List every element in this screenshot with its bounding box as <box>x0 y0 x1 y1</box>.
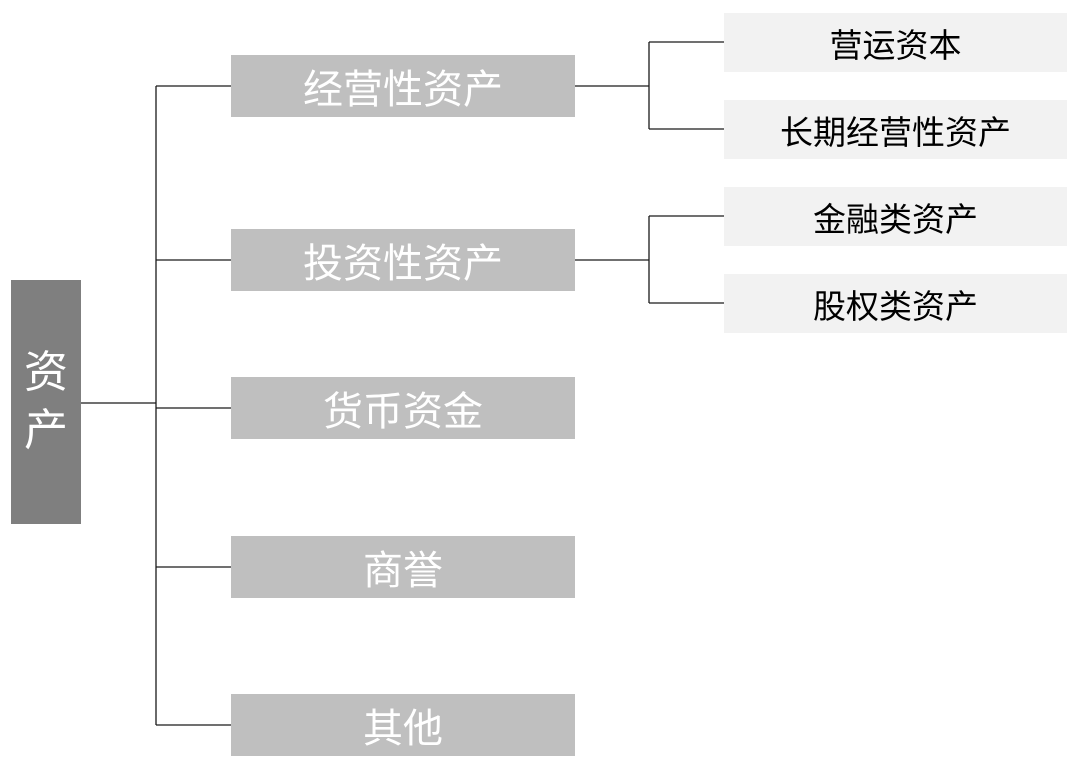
leaf-node-equity-assets: 股权类资产 <box>724 274 1067 333</box>
category-node-cash: 货币资金 <box>231 377 575 439</box>
root-node: 资产 <box>11 280 81 524</box>
leaf-node-financial-assets: 金融类资产 <box>724 187 1067 246</box>
leaf-label: 金融类资产 <box>813 199 978 239</box>
leaf-label: 股权类资产 <box>813 286 978 326</box>
leaf-node-long-term-operating-assets: 长期经营性资产 <box>724 100 1067 159</box>
category-node-goodwill: 商誉 <box>231 536 575 598</box>
category-label: 投资性资产 <box>303 241 503 287</box>
category-node-investment-assets: 投资性资产 <box>231 229 575 291</box>
leaf-node-working-capital: 营运资本 <box>724 13 1067 72</box>
category-label: 经营性资产 <box>303 67 503 113</box>
leaf-label: 长期经营性资产 <box>780 112 1011 152</box>
category-label: 其他 <box>363 706 443 752</box>
leaf-label: 营运资本 <box>829 25 962 65</box>
category-node-operating-assets: 经营性资产 <box>231 55 575 117</box>
category-label: 商誉 <box>363 548 443 594</box>
category-label: 货币资金 <box>323 389 483 435</box>
category-node-other: 其他 <box>231 694 575 756</box>
root-node-label: 资产 <box>24 347 68 456</box>
